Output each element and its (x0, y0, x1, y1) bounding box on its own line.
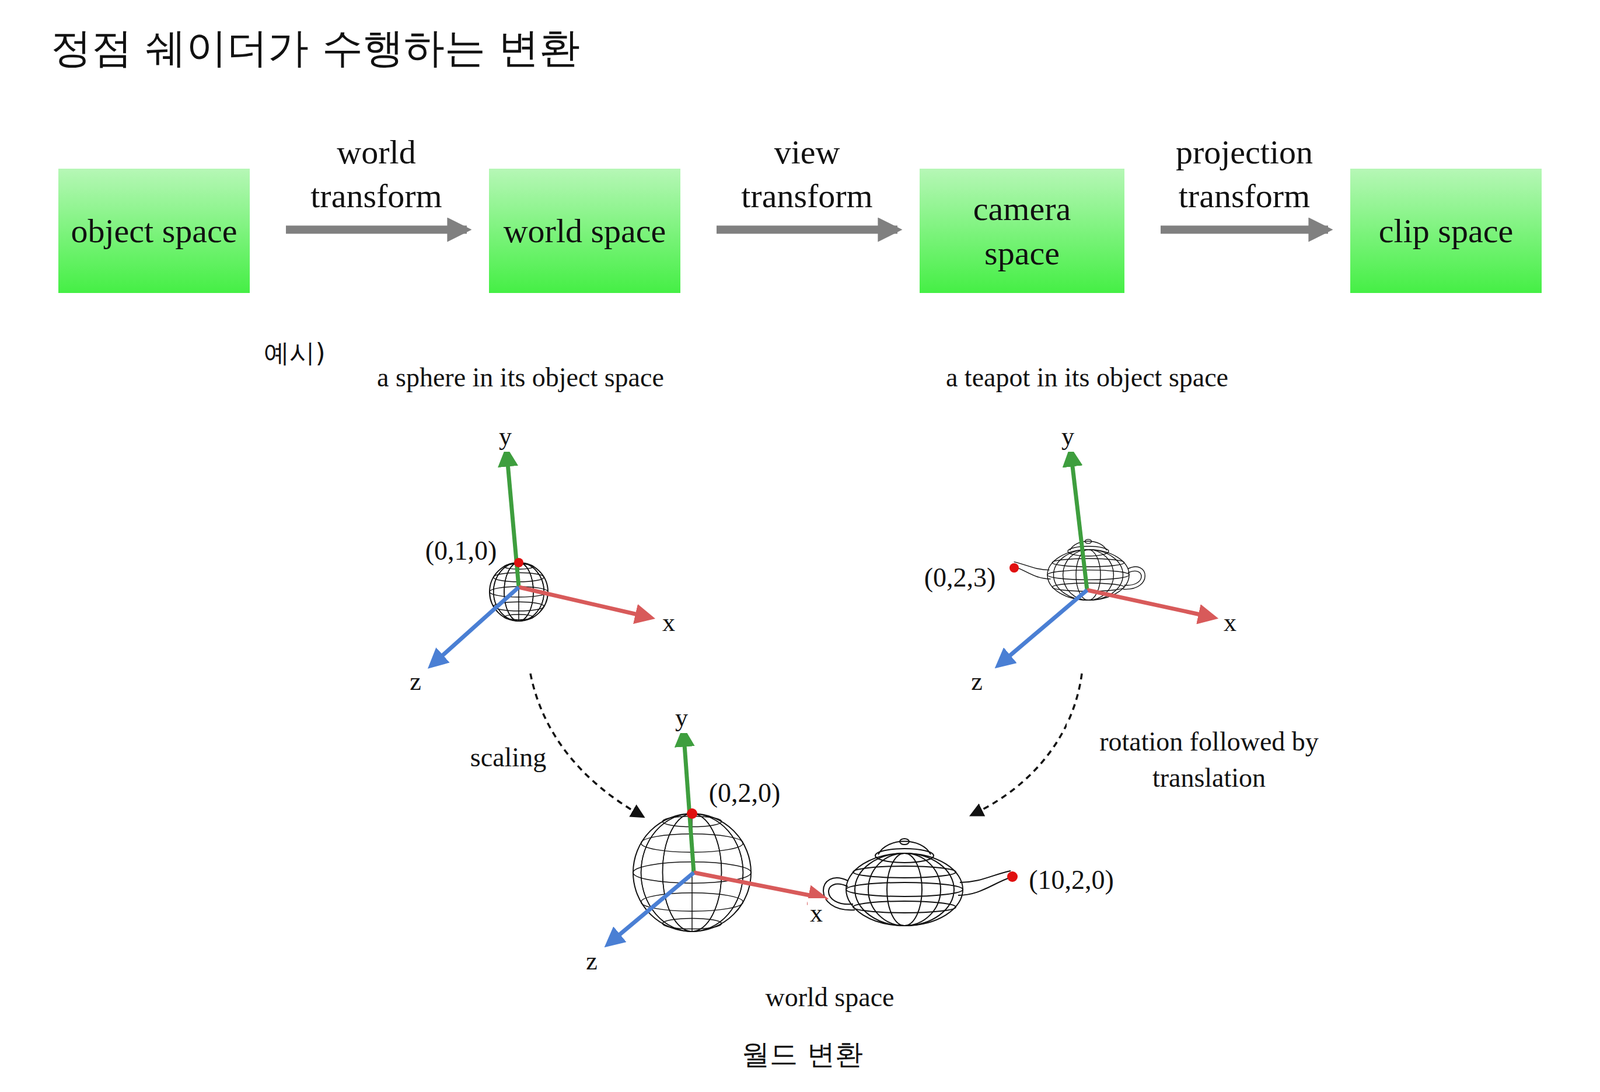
transform-label: world transform (284, 130, 469, 219)
coordinate-label: (0,2,3) (921, 561, 999, 594)
axis-label: x (1221, 607, 1239, 639)
space-box: camera space (919, 168, 1125, 293)
teapot-wireframe (1012, 539, 1146, 600)
axis-label: z (968, 666, 985, 698)
space-box: world space (488, 168, 681, 293)
figure-label: a sphere in its object space (374, 361, 667, 394)
caption: 월드 변환 (741, 1035, 863, 1074)
axis-label: x (807, 898, 826, 929)
teapot-wireframe (823, 838, 1013, 926)
transform-arrow (285, 225, 467, 234)
figure-label: world space (763, 980, 897, 1013)
transform-arrow (1160, 225, 1329, 234)
space-box: object space (58, 168, 250, 293)
transform-step-label: rotation followed by translation (1066, 723, 1352, 796)
axis-label: y (672, 702, 691, 734)
axis-label: y (496, 421, 515, 453)
title: 정점 쉐이더가 수행하는 변환 (50, 21, 581, 76)
figure-label: a teapot in its object space (943, 361, 1231, 394)
axis-label: x (659, 607, 678, 639)
coordinate-label: (10,2,0) (1026, 863, 1117, 896)
axis-label: z (407, 666, 424, 698)
coordinate-label: (0,1,0) (423, 534, 500, 567)
box-label: world space (503, 208, 667, 253)
axis-label: z (583, 945, 600, 977)
box-label: camera space (934, 186, 1110, 275)
space-box: clip space (1350, 168, 1542, 293)
transform-arrow (716, 225, 898, 234)
box-label: object space (70, 208, 237, 253)
coordinate-label: (0,2,0) (706, 776, 784, 809)
box-label: clip space (1378, 208, 1514, 253)
transform-label: projection transform (1152, 130, 1337, 219)
example-label: 예시) (261, 337, 328, 369)
axis-label: y (1059, 421, 1077, 453)
transform-step-label: scaling (467, 741, 549, 774)
transform-label: view transform (714, 130, 900, 219)
